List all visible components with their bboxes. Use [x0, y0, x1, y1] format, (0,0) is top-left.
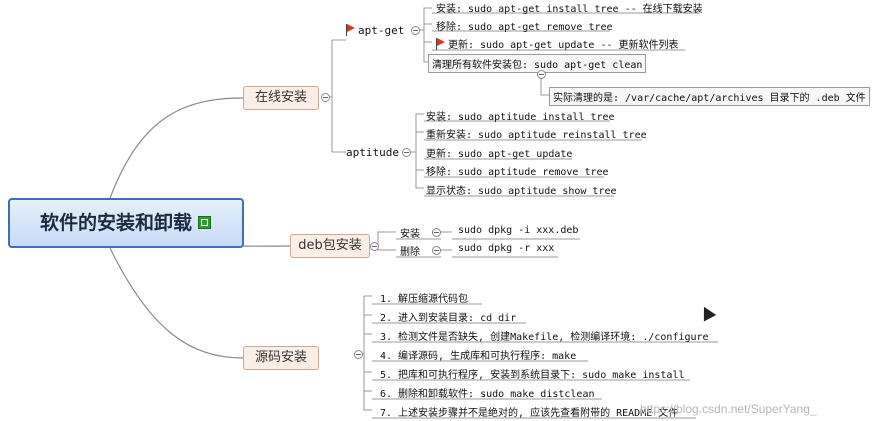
collapse-deb-install-icon[interactable]: [432, 228, 441, 237]
apt-get-clean-item[interactable]: 清理所有软件安装包: sudo apt-get clean: [428, 54, 647, 73]
apt-get-node[interactable]: apt-get: [346, 24, 404, 37]
collapse-online-icon[interactable]: [321, 93, 330, 102]
aptitude-node[interactable]: aptitude: [346, 146, 399, 159]
collapse-clean-icon[interactable]: [537, 70, 546, 79]
root-topic[interactable]: 软件的安装和卸载: [8, 198, 244, 248]
topic-online-install[interactable]: 在线安装: [243, 86, 319, 110]
topic-deb-install[interactable]: deb包安装: [290, 234, 370, 258]
collapse-deb-remove-icon[interactable]: [432, 246, 441, 255]
apt-get-label: apt-get: [358, 24, 405, 37]
topic-deb-install-label: deb包安装: [298, 238, 362, 253]
collapse-deb-icon[interactable]: [370, 242, 379, 251]
collapse-apt-get-icon[interactable]: [411, 26, 420, 35]
source-step[interactable]: 7. 上述安装步骤并不是绝对的, 应该先查看附带的 README 文件: [380, 408, 679, 419]
watermark: https://blog.csdn.net/SuperYang_: [640, 402, 817, 416]
clean-note[interactable]: 实际清理的是: /var/cache/apt/archives 目录下的 .de…: [549, 87, 870, 106]
source-step[interactable]: 5. 把库和可执行程序, 安装到系统目录下: sudo make install: [380, 370, 685, 381]
deb-install-cmd[interactable]: sudo dpkg -i xxx.deb: [458, 225, 579, 236]
note-icon[interactable]: [198, 215, 212, 229]
source-step[interactable]: 6. 删除和卸载软件: sudo make distclean: [380, 389, 595, 400]
aptitude-item[interactable]: 更新: sudo apt-get update: [426, 149, 573, 160]
apt-get-update-label: 更新: sudo apt-get update -- 更新软件列表: [448, 40, 679, 51]
red-flag-icon: [346, 24, 355, 36]
apt-get-install-item[interactable]: 安装: sudo apt-get install tree -- 在线下载安装: [436, 4, 703, 15]
collapse-source-icon[interactable]: [354, 350, 363, 359]
collapse-aptitude-icon[interactable]: [402, 148, 411, 157]
source-step[interactable]: 4. 编译源码, 生成库和可执行程序: make: [380, 351, 577, 362]
apt-get-remove-item[interactable]: 移除: sudo apt-get remove tree: [436, 22, 613, 33]
aptitude-item[interactable]: 显示状态: sudo aptitude show tree: [426, 186, 617, 197]
apt-get-update-item[interactable]: 更新: sudo apt-get update -- 更新软件列表: [436, 36, 679, 51]
source-step[interactable]: 2. 进入到安装目录: cd dir: [380, 313, 517, 324]
topic-source-install[interactable]: 源码安装: [243, 346, 319, 370]
aptitude-item[interactable]: 安装: sudo aptitude install tree: [426, 112, 615, 123]
topic-source-install-label: 源码安装: [254, 350, 307, 365]
source-step[interactable]: 3. 检测文件是否缺失, 创建Makefile, 检测编译环境: ./confi…: [380, 332, 709, 343]
deb-install-label[interactable]: 安装: [400, 229, 420, 240]
red-flag-icon: [436, 38, 445, 50]
topic-online-install-label: 在线安装: [254, 90, 307, 105]
deb-remove-label[interactable]: 删除: [400, 247, 420, 258]
deb-remove-cmd[interactable]: sudo dpkg -r xxx: [458, 243, 555, 254]
aptitude-item[interactable]: 重新安装: sudo aptitude reinstall tree: [426, 130, 647, 141]
root-topic-label: 软件的安装和卸载: [40, 212, 193, 234]
aptitude-item[interactable]: 移除: sudo aptitude remove tree: [426, 167, 609, 178]
source-step[interactable]: 1. 解压缩源代码包: [380, 294, 469, 305]
